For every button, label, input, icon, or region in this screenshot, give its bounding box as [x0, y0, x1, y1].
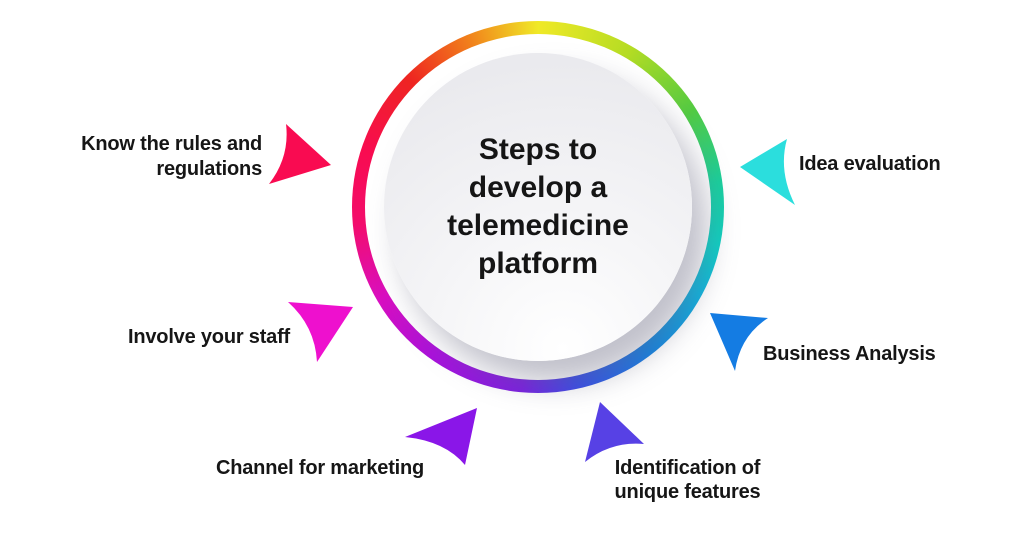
- title-line: telemedicine: [447, 209, 629, 242]
- step-label-business-analysis: Business Analysis: [763, 342, 983, 367]
- label-line: unique features: [614, 481, 761, 503]
- step-label-know-rules: Know the rules and regulations: [40, 132, 262, 182]
- label-line: Involve your staff: [128, 326, 290, 348]
- label-line: Business Analysis: [763, 343, 936, 365]
- arrow-icon-identification-features: [585, 402, 644, 462]
- label-line: Channel for marketing: [216, 457, 425, 479]
- arrow-icon-know-rules: [269, 124, 331, 184]
- step-label-idea-evaluation: Idea evaluation: [799, 152, 999, 177]
- step-label-channel-marketing: Channel for marketing: [216, 456, 446, 481]
- arrow-icon-idea-evaluation: [740, 139, 795, 205]
- arrow-icon-business-analysis: [710, 313, 768, 371]
- diagram-title: Steps to develop a telemedicine platform: [447, 131, 629, 283]
- step-label-involve-staff: Involve your staff: [60, 325, 290, 350]
- center-circle: Steps to develop a telemedicine platform: [384, 53, 692, 361]
- step-label-identification-features: Identification of unique features: [565, 456, 810, 504]
- arrow-icon-involve-staff: [288, 302, 353, 362]
- label-line: Identification of: [614, 457, 761, 479]
- label-line: regulations: [156, 158, 262, 180]
- label-line: Know the rules and: [81, 133, 262, 155]
- label-line: Idea evaluation: [799, 153, 941, 175]
- title-line: develop a: [468, 171, 608, 204]
- title-line: platform: [478, 247, 598, 280]
- title-line: Steps to: [478, 133, 598, 166]
